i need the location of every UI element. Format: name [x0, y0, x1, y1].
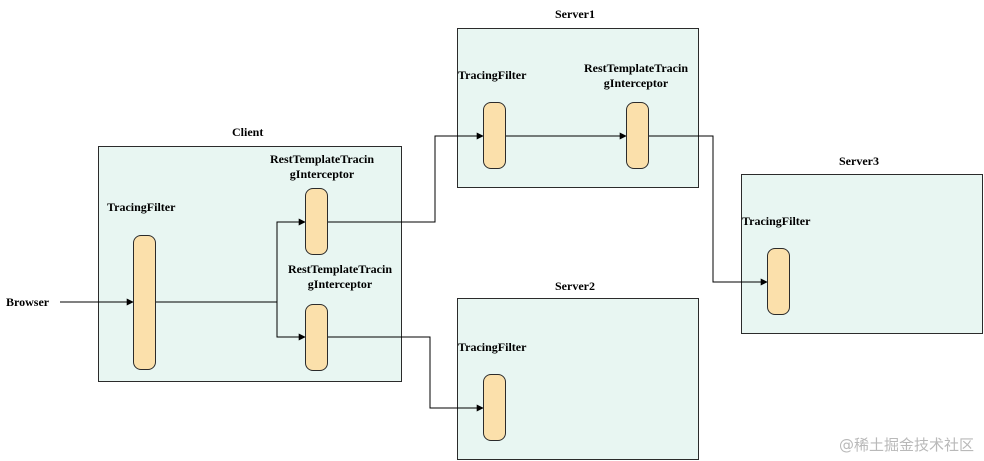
client-interceptor1-label: RestTemplateTracin gInterceptor — [262, 152, 382, 182]
client-interceptor1-line1: RestTemplateTracin — [270, 152, 374, 166]
server1-interceptor-node — [626, 102, 649, 169]
client-interceptor2-label: RestTemplateTracin gInterceptor — [280, 262, 400, 292]
edge-interceptor2-to-server2-filter — [328, 336, 484, 412]
client-interceptor2-line1: RestTemplateTracin — [288, 262, 392, 276]
edge-client-filter-to-interceptor1 — [156, 218, 306, 303]
server3-tracing-filter-node — [767, 248, 790, 315]
client-interceptor2-node — [305, 304, 328, 371]
client-tracing-filter-label: TracingFilter — [107, 200, 176, 214]
edge-interceptor1-to-server1-filter — [328, 132, 484, 223]
server1-title: Server1 — [555, 7, 595, 21]
client-interceptor2-line2: gInterceptor — [307, 277, 373, 291]
edge-server1-interceptor-to-server3-filter — [649, 135, 768, 286]
client-interceptor1-line2: gInterceptor — [289, 167, 355, 181]
server1-interceptor-line2: gInterceptor — [603, 76, 669, 90]
server3-title: Server3 — [839, 154, 879, 168]
client-tracing-filter-node — [133, 235, 156, 370]
server2-title: Server2 — [555, 279, 595, 293]
edge-client-filter-to-interceptor2 — [276, 302, 306, 341]
server1-tracing-filter-label: TracingFilter — [458, 68, 527, 82]
watermark-text: @稀土掘金技术社区 — [838, 436, 974, 454]
server1-interceptor-label: RestTemplateTracin gInterceptor — [576, 61, 696, 91]
server2-tracing-filter-label: TracingFilter — [458, 340, 527, 354]
server2-tracing-filter-node — [483, 374, 506, 441]
browser-label: Browser — [6, 295, 50, 309]
server1-interceptor-line1: RestTemplateTracin — [584, 61, 688, 75]
server3-tracing-filter-label: TracingFilter — [742, 214, 811, 228]
client-title: Client — [232, 125, 264, 139]
server1-tracing-filter-node — [483, 102, 506, 169]
client-interceptor1-node — [305, 188, 328, 255]
